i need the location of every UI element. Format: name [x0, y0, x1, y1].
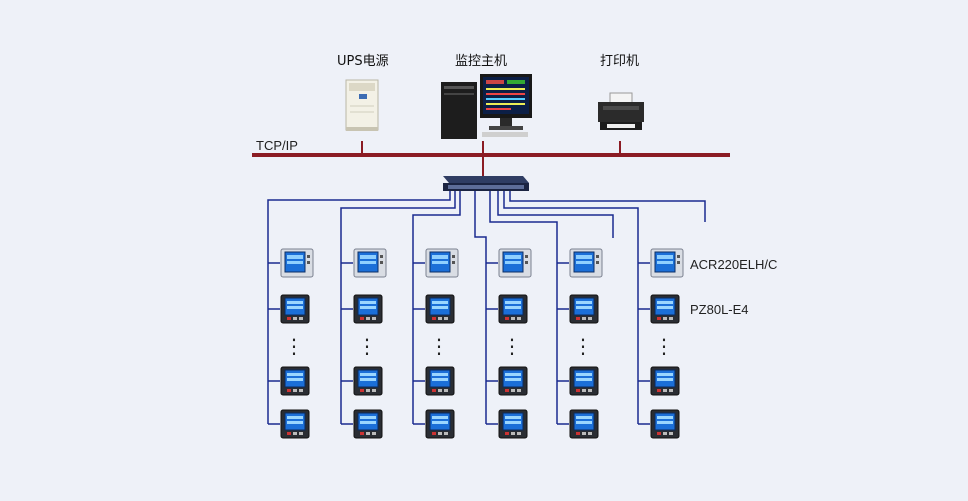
acr220elh-meter-icon [425, 248, 459, 278]
pz80l-meter-icon [650, 409, 680, 439]
acr220elh-meter-icon [280, 248, 314, 278]
bus-wire-spare-2 [509, 191, 706, 222]
bus-wire-col-2 [340, 191, 456, 424]
pz80l-meter-icon [498, 366, 528, 396]
pz80l-meter-icon [280, 409, 310, 439]
acr220elh-meter-icon [650, 248, 684, 278]
meter-array: ⋮ ⋮ ⋮ ⋮ ⋮ ⋮ [280, 248, 684, 439]
pz80l-meter-icon [569, 409, 599, 439]
pz80l-meter-icon [353, 409, 383, 439]
pz80l-meter-icon [425, 294, 455, 324]
pz80l-meter-icon [280, 294, 310, 324]
ups-cabinet-icon [345, 79, 379, 131]
host-label: 监控主机 [455, 54, 508, 69]
continuation-ellipsis: ⋮ [573, 334, 593, 358]
acr220elh-meter-icon [353, 248, 387, 278]
bus-wire-spare-1 [497, 191, 614, 238]
acr220elh-meter-icon [498, 248, 532, 278]
pz80l-meter-icon [650, 366, 680, 396]
pz80l-meter-icon [650, 294, 680, 324]
pz80l-meter-icon [280, 366, 310, 396]
pz80l-meter-icon [353, 366, 383, 396]
meter-model-other: PZ80L-E4 [690, 302, 749, 317]
pz80l-meter-icon [498, 294, 528, 324]
printer-label: 打印机 [600, 54, 640, 69]
tcpip-label: TCP/IP [256, 138, 298, 153]
bus-wire-col-5 [489, 191, 558, 424]
bus-wire-col-3 [412, 191, 461, 424]
continuation-ellipsis: ⋮ [654, 334, 674, 358]
pz80l-meter-icon [569, 366, 599, 396]
continuation-ellipsis: ⋮ [502, 334, 522, 358]
continuation-ellipsis: ⋮ [357, 334, 377, 358]
pz80l-meter-icon [425, 409, 455, 439]
continuation-ellipsis: ⋮ [284, 334, 304, 358]
ups-label: UPS电源 [337, 54, 389, 69]
meter-model-top: ACR220ELH/C [690, 257, 778, 272]
pz80l-meter-icon [569, 294, 599, 324]
pz80l-meter-icon [425, 366, 455, 396]
bus-wire-col-4 [474, 191, 487, 424]
acr220elh-meter-icon [569, 248, 603, 278]
bus-wire-col-6 [503, 191, 639, 424]
printer-icon [598, 92, 644, 130]
continuation-ellipsis: ⋮ [429, 334, 449, 358]
rs485-wiring [267, 191, 706, 425]
network-switch-icon [443, 176, 529, 191]
bus-wire-col-1 [267, 191, 451, 424]
pz80l-meter-icon [353, 294, 383, 324]
pz80l-meter-icon [498, 409, 528, 439]
desktop-computer-icon [441, 74, 532, 139]
